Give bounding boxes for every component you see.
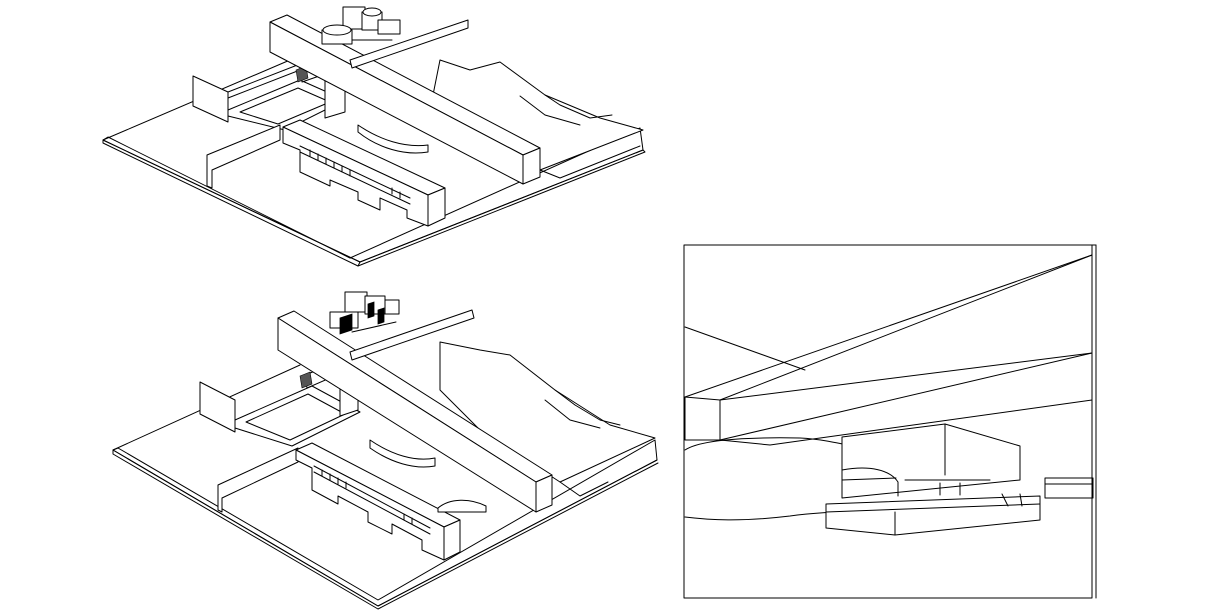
front-wall-left-bottom [217,447,299,513]
isometric-view-top [102,6,646,267]
terrain-plate-bottom [439,341,656,483]
window-strip-bottom [321,469,413,525]
tower-cluster-bottom [329,291,400,335]
isometric-view-bottom [112,291,659,610]
tower-cluster-top [321,6,401,45]
front-wall-left [206,124,281,189]
overhead-slab [684,254,1093,441]
curved-entrance [357,124,429,154]
retaining-wall-left [192,75,229,123]
retaining-wall-left-bottom [199,381,236,433]
low-box [825,495,1041,536]
curved-entrance-bottom [369,439,436,468]
perspective-frame [683,244,1093,599]
window-strip-top [309,149,401,199]
perspective-view [683,244,1097,599]
far-building [841,423,1021,499]
